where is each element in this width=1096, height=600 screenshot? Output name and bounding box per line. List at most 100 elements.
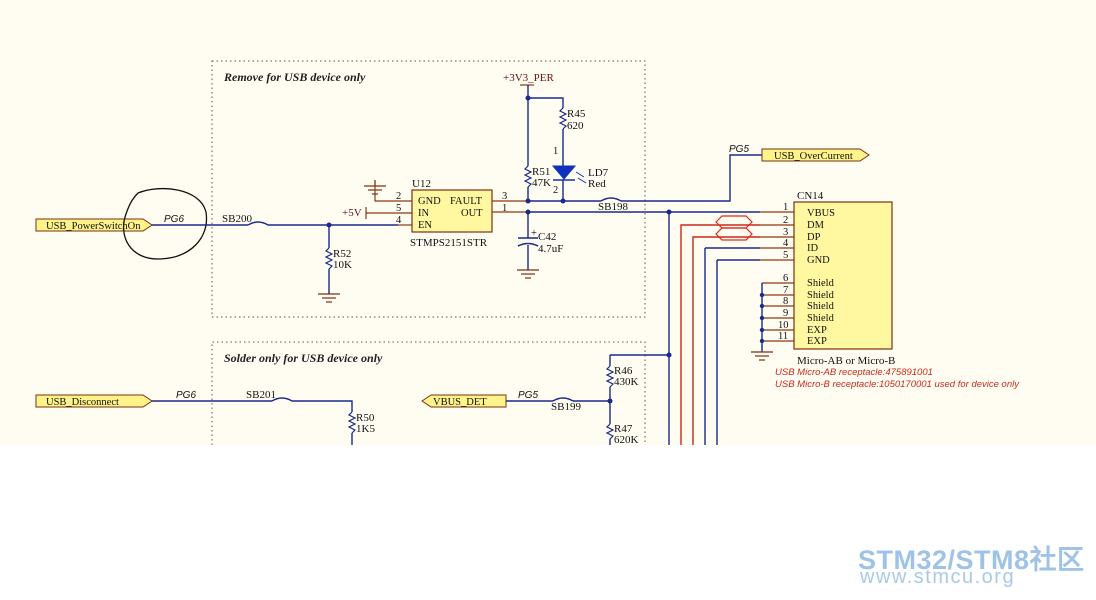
connector-cn14[interactable]: [793, 201, 893, 350]
cn14-pin-num-8: 8: [783, 296, 788, 307]
cn14-pin-num-10: 10: [778, 320, 789, 331]
remove-for-usb-device-box: [211, 60, 646, 318]
r47-val: 620K: [614, 434, 639, 446]
r50-ref: R50: [356, 412, 375, 424]
cn14-pin-dp: DP: [807, 232, 821, 243]
pageref-pg5-b: PG5: [518, 390, 538, 401]
r47-ref: R47: [614, 423, 633, 435]
note-micro-ab: USB Micro-AB receptacle:475891001: [775, 367, 933, 378]
junction-fault-r51: [525, 198, 531, 204]
cn14-pin-shield-9: Shield: [807, 313, 835, 324]
cn14-pin-num-1: 1: [783, 202, 788, 213]
cn14-pin-vbus: VBUS: [807, 208, 835, 219]
watermark-community: STM32/STM8社区: [858, 545, 1085, 575]
u12-pin-num-5: 5: [396, 203, 401, 214]
port-usb-disconnect-label: USB_Disconnect: [46, 397, 119, 408]
cn14-pin-gnd: GND: [807, 255, 830, 266]
solder-section-header: Solder only for USB device only: [224, 351, 383, 365]
ld7-pin1: 1: [553, 146, 558, 157]
resistor-r46[interactable]: [605, 365, 615, 388]
led-ld7-rays: [575, 171, 587, 184]
cn14-pin-shield-6: Shield: [807, 278, 835, 289]
cn14-pin-shield-8: Shield: [807, 301, 835, 312]
cn14-pin-num-6: 6: [783, 273, 788, 284]
cn14-pin-leads: [760, 211, 794, 342]
u12-pin-num-3: 3: [502, 191, 507, 202]
u12-pin-gnd: GND: [418, 196, 441, 207]
sb200-label: SB200: [222, 213, 252, 225]
u12-pin-num-2: 2: [396, 191, 401, 202]
r46-val: 430K: [614, 376, 639, 388]
resistor-r50[interactable]: [347, 411, 357, 434]
cn14-pin-num-2: 2: [783, 215, 788, 226]
solder-bridge-sb200[interactable]: [247, 221, 269, 226]
cn14-pin-num-7: 7: [783, 285, 788, 296]
resistor-r47[interactable]: [605, 423, 615, 440]
r50-val: 1K5: [356, 423, 375, 435]
solder-bridge-sb198[interactable]: [600, 197, 622, 202]
cn14-pin-num-5: 5: [783, 250, 788, 261]
r45-val: 620: [567, 120, 584, 132]
r51-ref: R51: [532, 166, 550, 178]
c42-ref: C42: [538, 231, 556, 243]
ground-cn14: [751, 351, 773, 361]
u12-pin-out: OUT: [461, 208, 483, 219]
u12-pin-in: IN: [418, 208, 429, 219]
junction-fault-led: [560, 198, 566, 204]
pageref-pg5-a: PG5: [729, 144, 749, 155]
port-usb-powerswitchon-label: USB_PowerSwitchOn: [46, 221, 141, 232]
wire-u12-gnd: [374, 180, 412, 202]
sb201-label: SB201: [246, 389, 276, 401]
cn14-pin-exp-11: EXP: [807, 336, 827, 347]
u12-pin-num-4: 4: [396, 215, 402, 226]
power-5v-label: +5V: [342, 207, 362, 219]
wire-overcurrent: [621, 154, 762, 202]
ld7-ref: LD7: [588, 167, 609, 179]
cn14-pin-dm: DM: [807, 220, 825, 231]
pageref-pg6-a: PG6: [164, 214, 184, 225]
schematic-sheet: [0, 0, 1096, 445]
cn14-pin-num-4: 4: [783, 238, 789, 249]
port-usb-disconnect[interactable]: [35, 394, 153, 408]
solder-bridge-sb199[interactable]: [552, 397, 574, 402]
power-3v3-per-label: +3V3_PER: [503, 72, 554, 84]
sb198-label: SB198: [598, 201, 628, 213]
cn14-pin-num-9: 9: [783, 308, 788, 319]
wire-to-r50: [292, 400, 353, 412]
wire-3v3-rail: [527, 85, 564, 108]
r46-ref: R46: [614, 365, 633, 377]
r45-ref: R45: [567, 108, 586, 120]
r51-val: 47K: [532, 177, 551, 189]
solder-bridge-sb201[interactable]: [271, 397, 293, 402]
chip-u12[interactable]: [411, 189, 493, 233]
resistor-r51[interactable]: [523, 165, 533, 188]
wire-dm: [680, 224, 760, 445]
port-vbus-det-label: VBUS_DET: [433, 397, 487, 408]
ld7-pin2: 2: [553, 185, 558, 196]
resistor-r52[interactable]: [324, 247, 334, 270]
sb199-label: SB199: [551, 401, 581, 413]
ld7-val: Red: [588, 178, 606, 190]
solder-for-usb-device-box: [211, 341, 646, 445]
port-usb-overcurrent[interactable]: [761, 148, 870, 162]
led-ld7[interactable]: [551, 165, 577, 180]
capacitor-c42-plate2: [517, 242, 539, 247]
r52-ref: R52: [333, 248, 351, 260]
cn14-pin-num-11: 11: [778, 331, 788, 342]
c42-plus: +: [531, 228, 537, 239]
diff-pair-markers: [715, 215, 753, 241]
cn14-pin-shield-7: Shield: [807, 290, 835, 301]
resistor-r45[interactable]: [558, 107, 568, 130]
remove-section-header: Remove for USB device only: [223, 70, 366, 84]
u12-pin-num-1: 1: [502, 203, 507, 214]
c42-val: 4.7uF: [538, 243, 563, 255]
pageref-pg6-b: PG6: [176, 390, 196, 401]
ground-c42: [517, 269, 539, 279]
port-usb-overcurrent-label: USB_OverCurrent: [774, 151, 853, 162]
r52-val: 10K: [333, 259, 352, 271]
cn14-pin-num-3: 3: [783, 227, 788, 238]
u12-part: STMPS2151STR: [410, 237, 488, 249]
u12-pin-fault: FAULT: [450, 196, 483, 207]
ground-r52: [318, 293, 340, 303]
